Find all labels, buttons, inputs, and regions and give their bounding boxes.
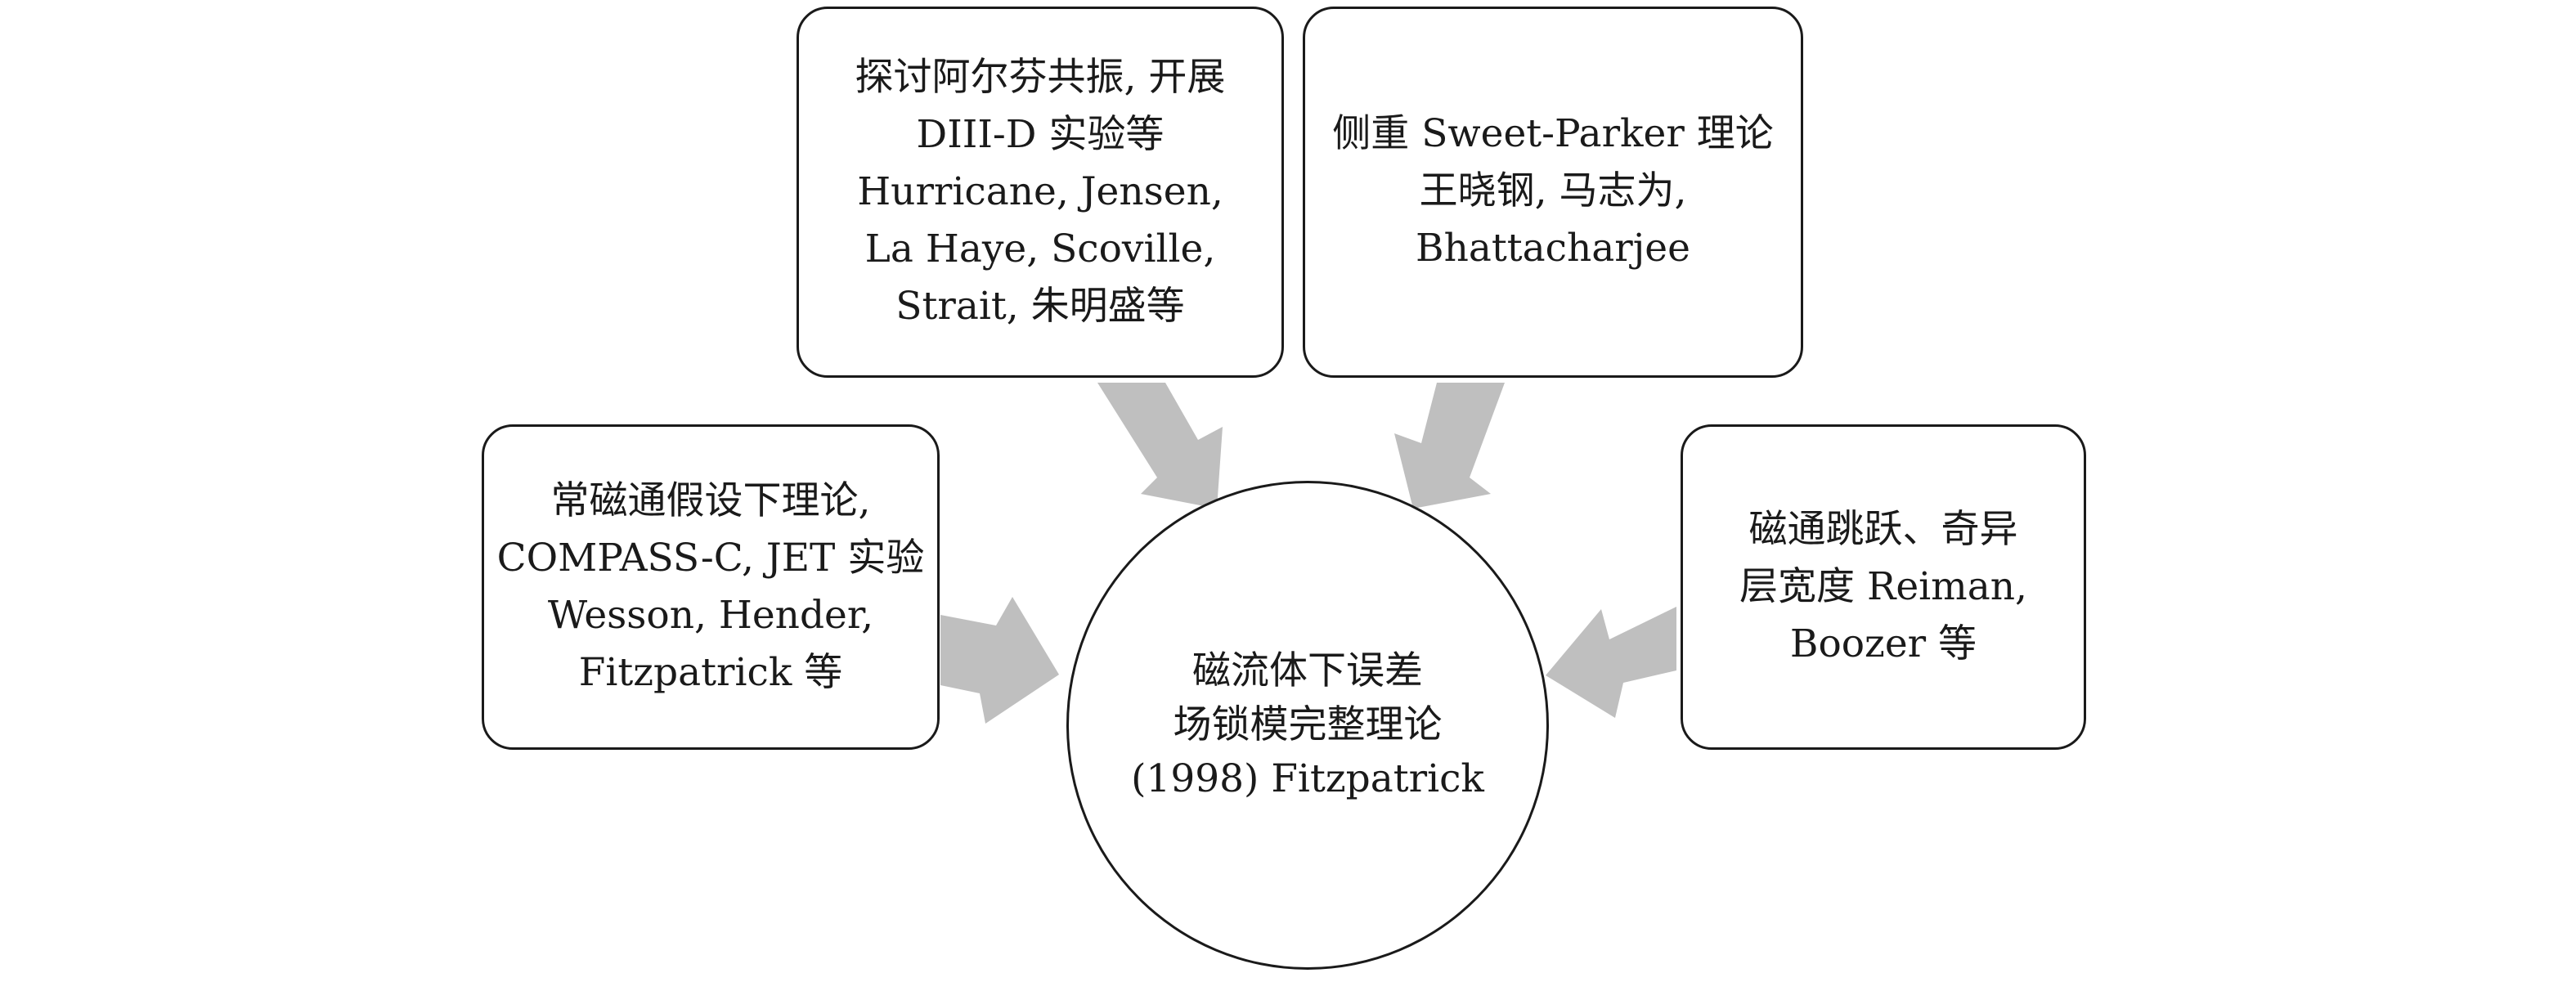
- box-flux-jump: 磁通跳跃、奇异 层宽度 Reiman, Boozer 等: [1681, 424, 2086, 750]
- box-tl-line-2: DIII-D 实验等: [916, 112, 1165, 157]
- box-left-line-3: Wesson, Hender,: [547, 593, 874, 638]
- box-tl-line-4: La Haye, Scoville,: [864, 226, 1216, 271]
- box-tr-line-3: Bhattacharjee: [1416, 226, 1690, 271]
- box-left-line-4: Fitzpatrick 等: [578, 650, 843, 695]
- box-right-line-3: Boozer 等: [1789, 621, 1977, 666]
- arrow-top-right-to-center: [1394, 383, 1505, 509]
- arrow-right-to-center: [1546, 607, 1676, 718]
- arrow-left-to-center: [940, 597, 1059, 724]
- box-tr-line-2: 王晓钢, 马志为,: [1419, 168, 1687, 213]
- box-constant-flux-theory: 常磁通假设下理论, COMPASS-C, JET 实验 Wesson, Hend…: [482, 424, 940, 750]
- box-tl-line-1: 探讨阿尔芬共振, 开展: [855, 55, 1226, 100]
- box-left-line-1: 常磁通假设下理论,: [550, 478, 871, 523]
- box-left-line-2: COMPASS-C, JET 实验: [496, 536, 925, 581]
- box-right-line-2: 层宽度 Reiman,: [1739, 564, 2027, 609]
- center-node-mhd-theory: 磁流体下误差 场锁模完整理论 (1998) Fitzpatrick: [1066, 481, 1549, 970]
- center-line-2: 场锁模完整理论: [1173, 702, 1443, 747]
- box-tl-line-5: Strait, 朱明盛等: [895, 284, 1185, 329]
- arrow-top-left-to-center: [1097, 383, 1223, 509]
- box-tr-line-1: 侧重 Sweet-Parker 理论: [1332, 111, 1774, 156]
- center-line-3: (1998) Fitzpatrick: [1131, 756, 1484, 801]
- box-alfven-resonance: 探讨阿尔芬共振, 开展 DIII-D 实验等 Hurricane, Jensen…: [797, 7, 1284, 378]
- box-tl-line-3: Hurricane, Jensen,: [857, 169, 1223, 214]
- center-line-1: 磁流体下误差: [1192, 648, 1423, 693]
- box-right-line-1: 磁通跳跃、奇异: [1748, 507, 2018, 552]
- box-sweet-parker: 侧重 Sweet-Parker 理论 王晓钢, 马志为, Bhattacharj…: [1303, 7, 1803, 378]
